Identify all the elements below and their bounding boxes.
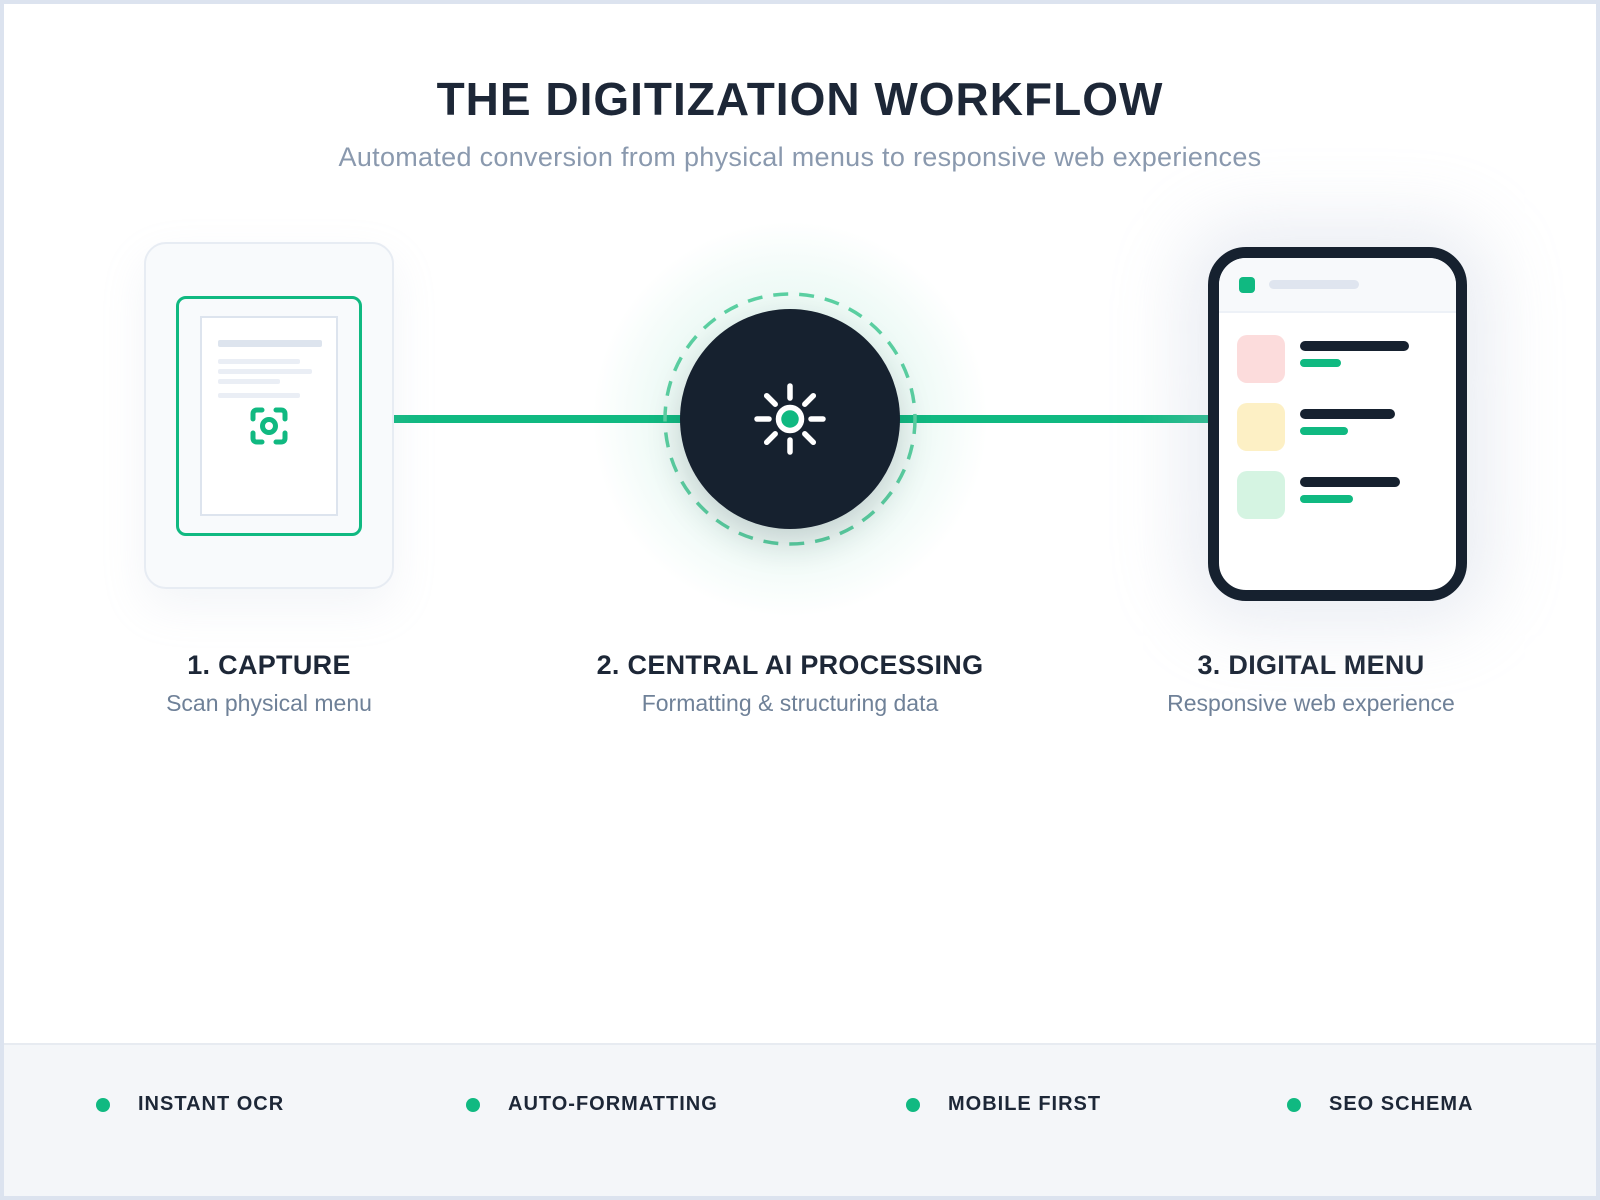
ai-core-circle	[680, 309, 900, 529]
feature-mobile-first: MOBILE FIRST	[906, 1093, 1101, 1116]
menu-item-text	[1300, 403, 1395, 451]
workflow-diagram: 1. CAPTURE Scan physical menu 2. CENTRAL…	[4, 4, 1596, 1196]
step-subtitle: Scan physical menu	[166, 690, 372, 716]
scan-target-icon	[245, 402, 293, 450]
phone-header	[1219, 258, 1456, 313]
menu-item-price-bar	[1300, 427, 1348, 435]
step-subtitle: Responsive web experience	[1167, 690, 1455, 716]
phone-menu-list	[1219, 313, 1456, 561]
page-header: THE DIGITIZATION WORKFLOW Automated conv…	[4, 72, 1596, 173]
bullet-dot-icon	[96, 1097, 110, 1112]
menu-item-thumbnail	[1237, 403, 1285, 451]
scanner-frame	[176, 295, 362, 536]
doc-text-line	[218, 368, 312, 374]
spark-icon	[754, 383, 826, 455]
features-bar: INSTANT OCR AUTO-FORMATTING MOBILE FIRST…	[4, 1043, 1596, 1196]
menu-item-row	[1237, 471, 1438, 519]
doc-text-line	[218, 378, 280, 384]
step-subtitle: Formatting & structuring data	[641, 690, 939, 716]
doc-text-line	[218, 392, 300, 398]
phone-logo-icon	[1239, 276, 1255, 293]
capture-step-card	[144, 242, 394, 589]
phone-mockup	[1208, 247, 1467, 601]
feature-label: AUTO-FORMATTING	[508, 1093, 718, 1115]
menu-item-title-bar	[1300, 409, 1395, 419]
step-3-label: 3. DIGITAL MENU Responsive web experienc…	[1081, 650, 1541, 717]
dashed-ring-icon	[663, 292, 917, 546]
step-title: 2. CENTRAL AI PROCESSING	[596, 650, 984, 680]
ai-processing-node	[590, 219, 990, 619]
menu-item-row	[1237, 335, 1438, 383]
menu-item-title-bar	[1300, 341, 1409, 351]
feature-auto-formatting: AUTO-FORMATTING	[466, 1093, 718, 1116]
menu-item-text	[1300, 471, 1400, 519]
step-1-label: 1. CAPTURE Scan physical menu	[39, 650, 499, 717]
step-title: 3. DIGITAL MENU	[1197, 650, 1425, 680]
menu-item-text	[1300, 335, 1409, 383]
page-title: THE DIGITIZATION WORKFLOW	[436, 73, 1164, 125]
step-title: 1. CAPTURE	[187, 650, 351, 680]
bullet-dot-icon	[906, 1097, 920, 1112]
page-subtitle: Automated conversion from physical menus…	[338, 142, 1262, 172]
step-2-label: 2. CENTRAL AI PROCESSING Formatting & st…	[560, 650, 1020, 717]
feature-label: SEO SCHEMA	[1329, 1093, 1474, 1115]
phone-title-placeholder	[1269, 280, 1359, 289]
bullet-dot-icon	[1287, 1097, 1301, 1112]
feature-label: INSTANT OCR	[138, 1093, 285, 1115]
menu-item-thumbnail	[1237, 471, 1285, 519]
menu-item-title-bar	[1300, 477, 1400, 487]
menu-item-price-bar	[1300, 359, 1341, 367]
menu-item-price-bar	[1300, 495, 1353, 503]
bullet-dot-icon	[466, 1097, 480, 1112]
menu-item-row	[1237, 403, 1438, 451]
feature-seo-schema: SEO SCHEMA	[1287, 1093, 1473, 1116]
menu-document	[200, 315, 338, 516]
doc-text-line	[218, 358, 300, 364]
feature-label: MOBILE FIRST	[948, 1093, 1102, 1115]
feature-instant-ocr: INSTANT OCR	[96, 1093, 284, 1116]
menu-item-thumbnail	[1237, 335, 1285, 383]
doc-text-line	[218, 339, 322, 347]
